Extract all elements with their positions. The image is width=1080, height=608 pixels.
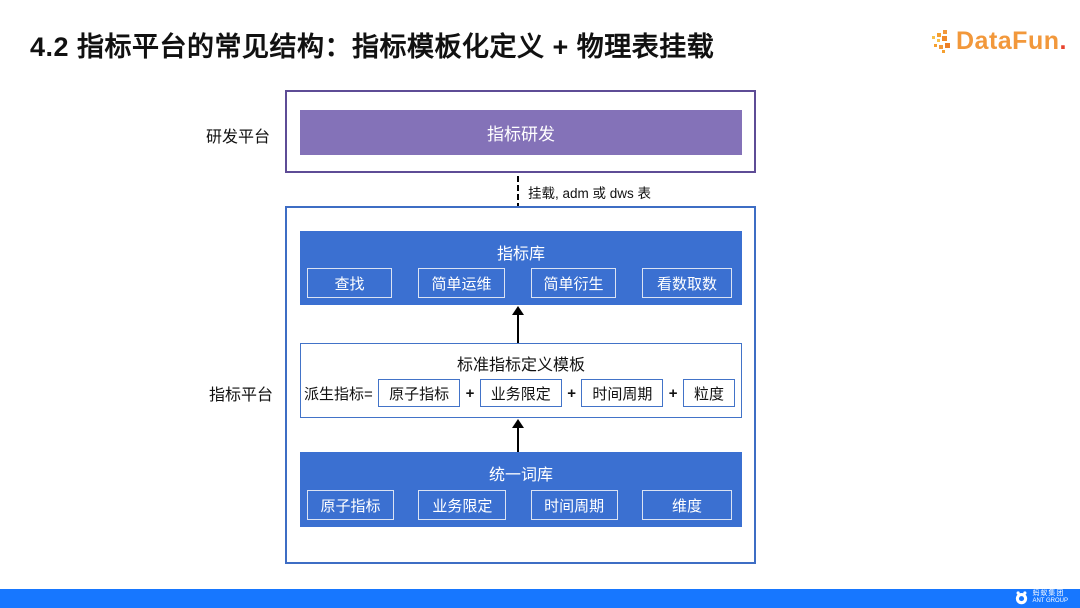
mount-arrow-label: 挂载, adm 或 dws 表: [528, 186, 652, 201]
datafun-wordmark: DataFun.: [956, 26, 1067, 55]
mount-arrow-line: [517, 176, 519, 218]
chip-view-fetch-data: 看数取数: [642, 268, 732, 298]
plus-sign-1: +: [465, 384, 475, 402]
chip-dimension: 维度: [641, 490, 732, 520]
chip-simple-ops: 简单运维: [418, 268, 505, 298]
ant-group-wordmark: 蚂蚁集团 ANT GROUP: [1032, 590, 1068, 605]
metric-store-title: 指标库: [496, 246, 545, 263]
ant-group-icon: [1014, 590, 1029, 605]
up-arrow-2-head-icon: [512, 419, 524, 428]
chip-search: 查找: [307, 268, 392, 298]
formula-granularity: 粒度: [682, 379, 735, 407]
plus-sign-2: +: [567, 384, 576, 402]
footer-bar: 蚂蚁集团 ANT GROUP: [0, 589, 1080, 608]
up-arrow-2-line: [517, 427, 519, 453]
metric-development-bar: 指标研发: [300, 110, 742, 155]
metric-store-chip-row: 查找 简单运维 简单衍生 看数取数: [307, 268, 732, 298]
formula-atomic-metric: 原子指标: [378, 379, 461, 407]
chip-simple-derive: 简单衍生: [531, 268, 616, 298]
plus-sign-3: +: [668, 384, 678, 402]
chip-business-qualifier: 业务限定: [418, 490, 507, 520]
up-arrow-1-line: [517, 314, 519, 343]
formula-prefix: 派生指标=: [304, 385, 373, 403]
ant-group-logo: 蚂蚁集团 ANT GROUP: [1014, 590, 1068, 605]
datafun-period: .: [1059, 26, 1067, 55]
vocabulary-title: 统一词库: [488, 467, 553, 484]
datafun-logo: DataFun.: [930, 26, 1067, 56]
chip-time-period: 时间周期: [530, 490, 618, 520]
ant-group-name-cn: 蚂蚁集团: [1032, 590, 1065, 597]
definition-template-box: 标准指标定义模板 派生指标= 原子指标 + 业务限定 + 时间周期 + 粒度: [300, 343, 742, 418]
research-platform-label: 研发平台: [205, 129, 270, 146]
up-arrow-1-head-icon: [512, 306, 524, 315]
formula-time-period: 时间周期: [581, 379, 664, 407]
definition-template-title: 标准指标定义模板: [456, 357, 585, 374]
vocabulary-chip-row: 原子指标 业务限定 时间周期 维度: [307, 490, 732, 520]
formula-business-qualifier: 业务限定: [479, 379, 562, 407]
metrics-platform-label: 指标平台: [208, 387, 273, 404]
chip-atomic-metric: 原子指标: [307, 490, 394, 520]
formula-row: 派生指标= 原子指标 + 业务限定 + 时间周期 + 粒度: [304, 379, 735, 407]
page-title: 4.2 指标平台的常见结构：指标模板化定义 + 物理表挂载: [30, 32, 715, 62]
vocabulary-box: 统一词库 原子指标 业务限定 时间周期 维度: [300, 452, 742, 527]
datafun-pixels-icon: [930, 26, 954, 56]
ant-group-name-en: ANT GROUP: [1032, 598, 1068, 604]
metric-store-box: 指标库 查找 简单运维 简单衍生 看数取数: [300, 231, 742, 305]
